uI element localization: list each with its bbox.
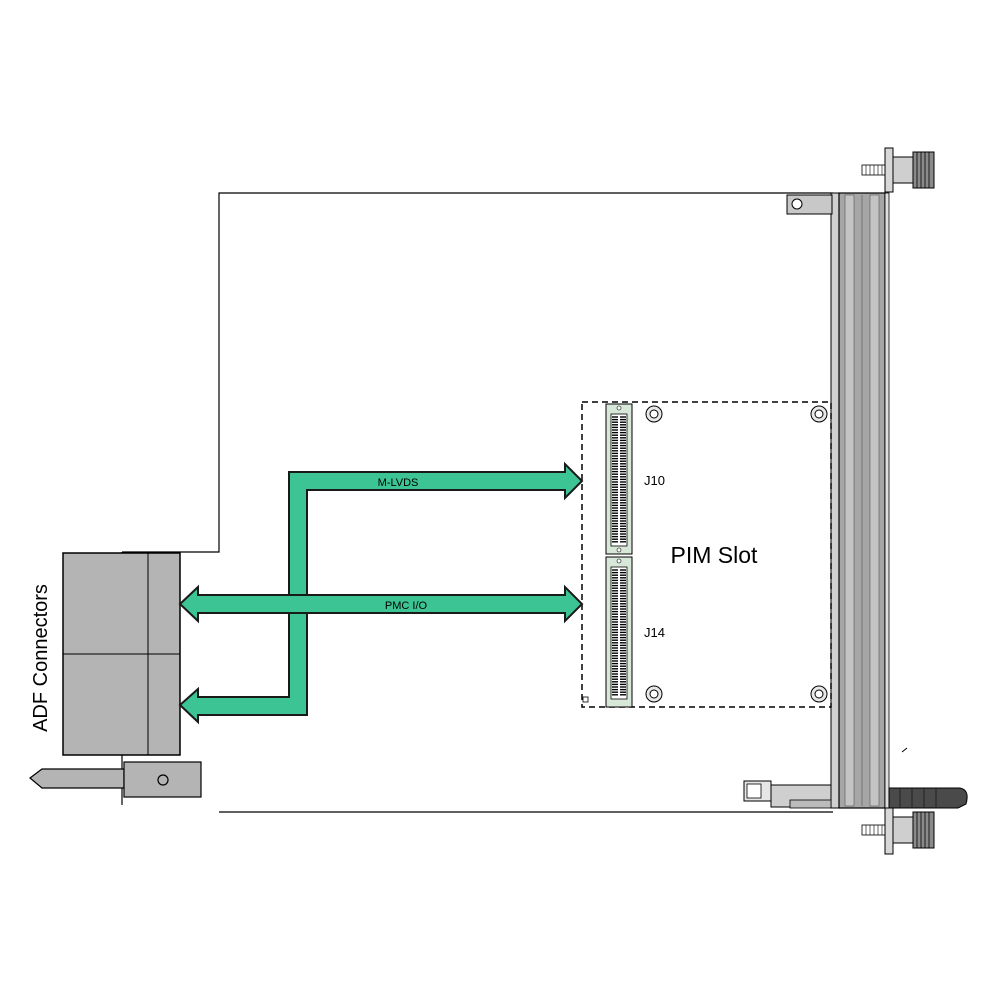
j14-connector [605, 556, 633, 708]
mounting-hole [810, 405, 828, 423]
guide-pin [29, 761, 202, 798]
j10-connector [605, 403, 633, 555]
pim-slot-outline [581, 401, 832, 708]
mounting-hole [645, 405, 663, 423]
adf-connectors-label: ADF Connectors [30, 584, 52, 732]
bus-arrows [178, 461, 584, 725]
pim-slot-label: PIM Slot [671, 542, 759, 568]
mlvds-label: M-LVDS [378, 477, 419, 489]
pmc-io-label: PMC I/O [385, 600, 428, 612]
bottom-thumbscrew [861, 807, 935, 855]
top-thumbscrew [861, 147, 935, 193]
mounting-hole [810, 685, 828, 703]
board-outline [121, 192, 833, 813]
j14-label: J14 [644, 625, 665, 640]
pmc-io-bus-arrow [178, 584, 584, 624]
pin1-marker [582, 696, 589, 703]
j10-label: J10 [644, 473, 665, 488]
ejector-handle [743, 780, 968, 809]
mlvds-bus-arrow [178, 461, 584, 725]
front-panel [830, 192, 890, 809]
mounting-hole [645, 685, 663, 703]
top-hinge [786, 194, 833, 215]
adf-connector-block [62, 552, 181, 756]
tick-mark [901, 747, 908, 753]
mounting-holes [645, 405, 828, 703]
